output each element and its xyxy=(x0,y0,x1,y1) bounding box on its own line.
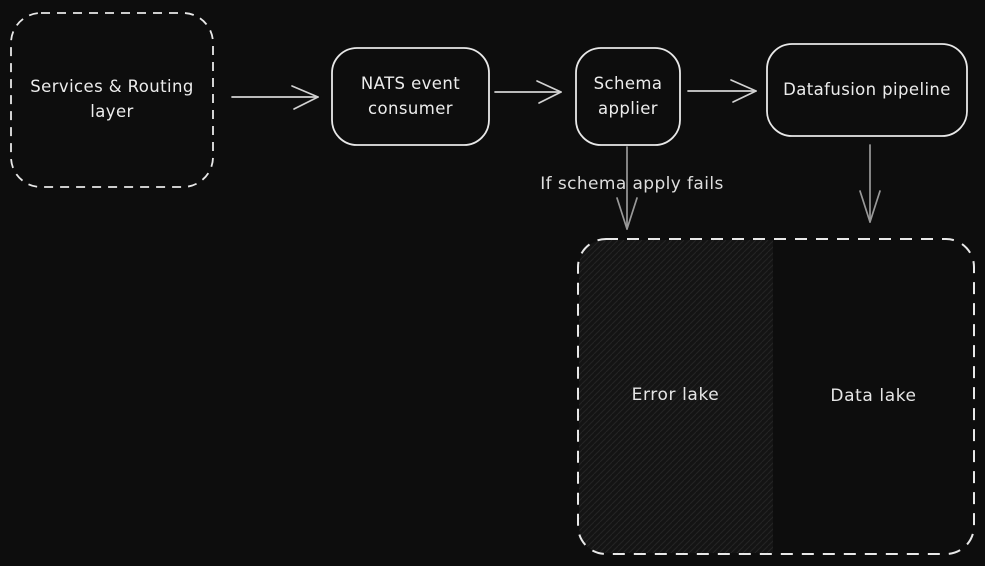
nats-consumer-node-label[interactable]: NATS event consumer xyxy=(332,48,489,145)
services-routing-node-shape[interactable] xyxy=(10,12,214,188)
arrow-nats-to-schema[interactable] xyxy=(494,80,562,104)
nats-consumer-node-shape[interactable] xyxy=(331,47,490,146)
lake-container-shape[interactable] xyxy=(577,238,975,555)
datafusion-pipeline-label-text: Datafusion pipeline xyxy=(783,79,951,99)
error-lake-region[interactable] xyxy=(579,240,773,553)
arrow-datafusion-to-data-lake[interactable] xyxy=(859,144,881,223)
arrow-schema-to-datafusion[interactable] xyxy=(687,79,757,103)
schema-applier-node-shape[interactable] xyxy=(575,47,681,146)
arrow-services-to-nats[interactable] xyxy=(231,85,319,110)
data-lake-label-text: Data lake xyxy=(830,386,917,407)
data-lake-label[interactable]: Data lake xyxy=(773,383,974,411)
error-lake-label[interactable]: Error lake xyxy=(578,382,773,410)
schema-applier-node-label[interactable]: Schema applier xyxy=(576,48,680,145)
error-lake-label-text: Error lake xyxy=(631,385,720,406)
arrow-schema-to-error-lake[interactable] xyxy=(616,146,638,230)
nats-consumer-label-text: NATS event consumer xyxy=(360,73,461,118)
datafusion-pipeline-node-label[interactable]: Datafusion pipeline xyxy=(767,44,967,136)
edge-label-if-schema-apply-fails[interactable]: If schema apply fails xyxy=(516,171,748,199)
services-routing-label-text: Services & Routing layer xyxy=(30,77,194,121)
schema-applier-label-text: Schema applier xyxy=(593,73,663,118)
datafusion-pipeline-node-shape[interactable] xyxy=(766,43,968,137)
services-routing-node-label[interactable]: Services & Routing layer xyxy=(11,13,213,187)
edge-label-text: If schema apply fails xyxy=(540,174,724,195)
